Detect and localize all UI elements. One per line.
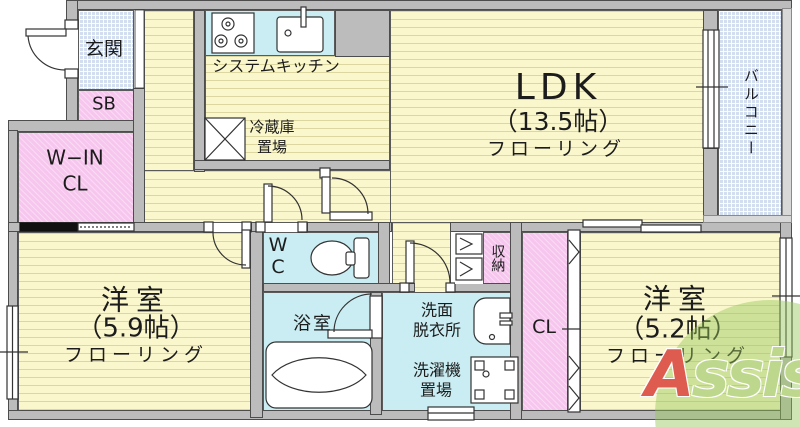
window-bedroom-east [772,237,800,358]
storage-bifold-door-icon [455,232,483,284]
bedroom-east-floor-label: フローリング [605,345,751,368]
bedroom-east-size-label: （5.2帖） [618,314,738,345]
balcony-label: バルコニー [741,68,760,158]
window-bedroom-west [0,305,28,400]
balcony [718,10,782,216]
wall-bath-north-a [263,283,415,292]
bath-label: 浴室 [293,313,333,335]
walkin-closet-label-2: CL [62,171,88,196]
corridor [392,222,451,293]
room-walkin-closet [18,132,134,223]
genkan-step [134,9,145,89]
washroom-label-2: 脱衣所 [412,320,462,340]
kitchen-label: システムキッチン [212,56,340,76]
window-balcony [696,29,728,149]
room-storage [483,232,511,284]
entrance-door-icon [25,19,79,79]
wc-label-1: W [268,234,288,257]
bedroom-west-size-label: （5.9帖） [76,313,196,344]
ldk-size-label: （13.5帖） [492,106,624,136]
room-bedroom-east [580,232,781,411]
bedroom-west-floor-label: フローリング [63,344,209,367]
fridge-label-2: 置場 [256,138,288,157]
laundry-label-2: 置場 [419,380,453,400]
walkin-closet-label-1: W−IN [46,145,104,170]
wall-kitchen-west [194,10,205,172]
sb-label: SB [92,93,116,115]
closet-folding-door-icon [562,229,581,413]
sliding-door-icon [582,219,702,233]
bedroom-west-door-icon [203,221,252,269]
ldk-floor-label: フローリング [486,138,626,161]
window-washroom-bottom [427,406,475,421]
ldk-door-icon [319,167,373,221]
genkan-label: 玄関 [84,38,124,61]
bathtub-icon [265,341,373,409]
bedroom-east-name-label: 洋室 [642,282,714,316]
ldk-name-label: LDK [514,67,602,109]
washroom-door-icon [399,240,456,293]
fridge-space-icon [204,117,246,161]
stove-icon [211,12,255,54]
wc-door-icon [255,183,308,233]
washroom-label-1: 洗面 [420,300,454,320]
laundry-label-1: 洗濯機 [412,360,462,380]
wall-kitchen-south [194,160,390,170]
bath-door-icon [327,293,383,339]
washing-machine-icon [470,356,519,404]
room-closet [522,232,568,411]
wall-counter-block [335,10,390,57]
bedroom-west-name-label: 洋室 [100,283,172,317]
storage-label: 収納 [489,244,506,272]
toilet-icon [310,237,370,279]
closet-label: CL [532,316,556,339]
room-bedroom-west [18,232,251,411]
washbasin-icon [473,297,513,345]
balcony-rail-bottom [703,215,792,223]
room-ldk [390,10,707,223]
walkin-closet-door-icon [19,222,135,232]
fridge-label-1: 冷蔵庫 [249,118,295,137]
kitchen-sink-icon [276,6,324,53]
room-genkan [78,10,134,90]
wc-label-2: C [271,256,285,279]
